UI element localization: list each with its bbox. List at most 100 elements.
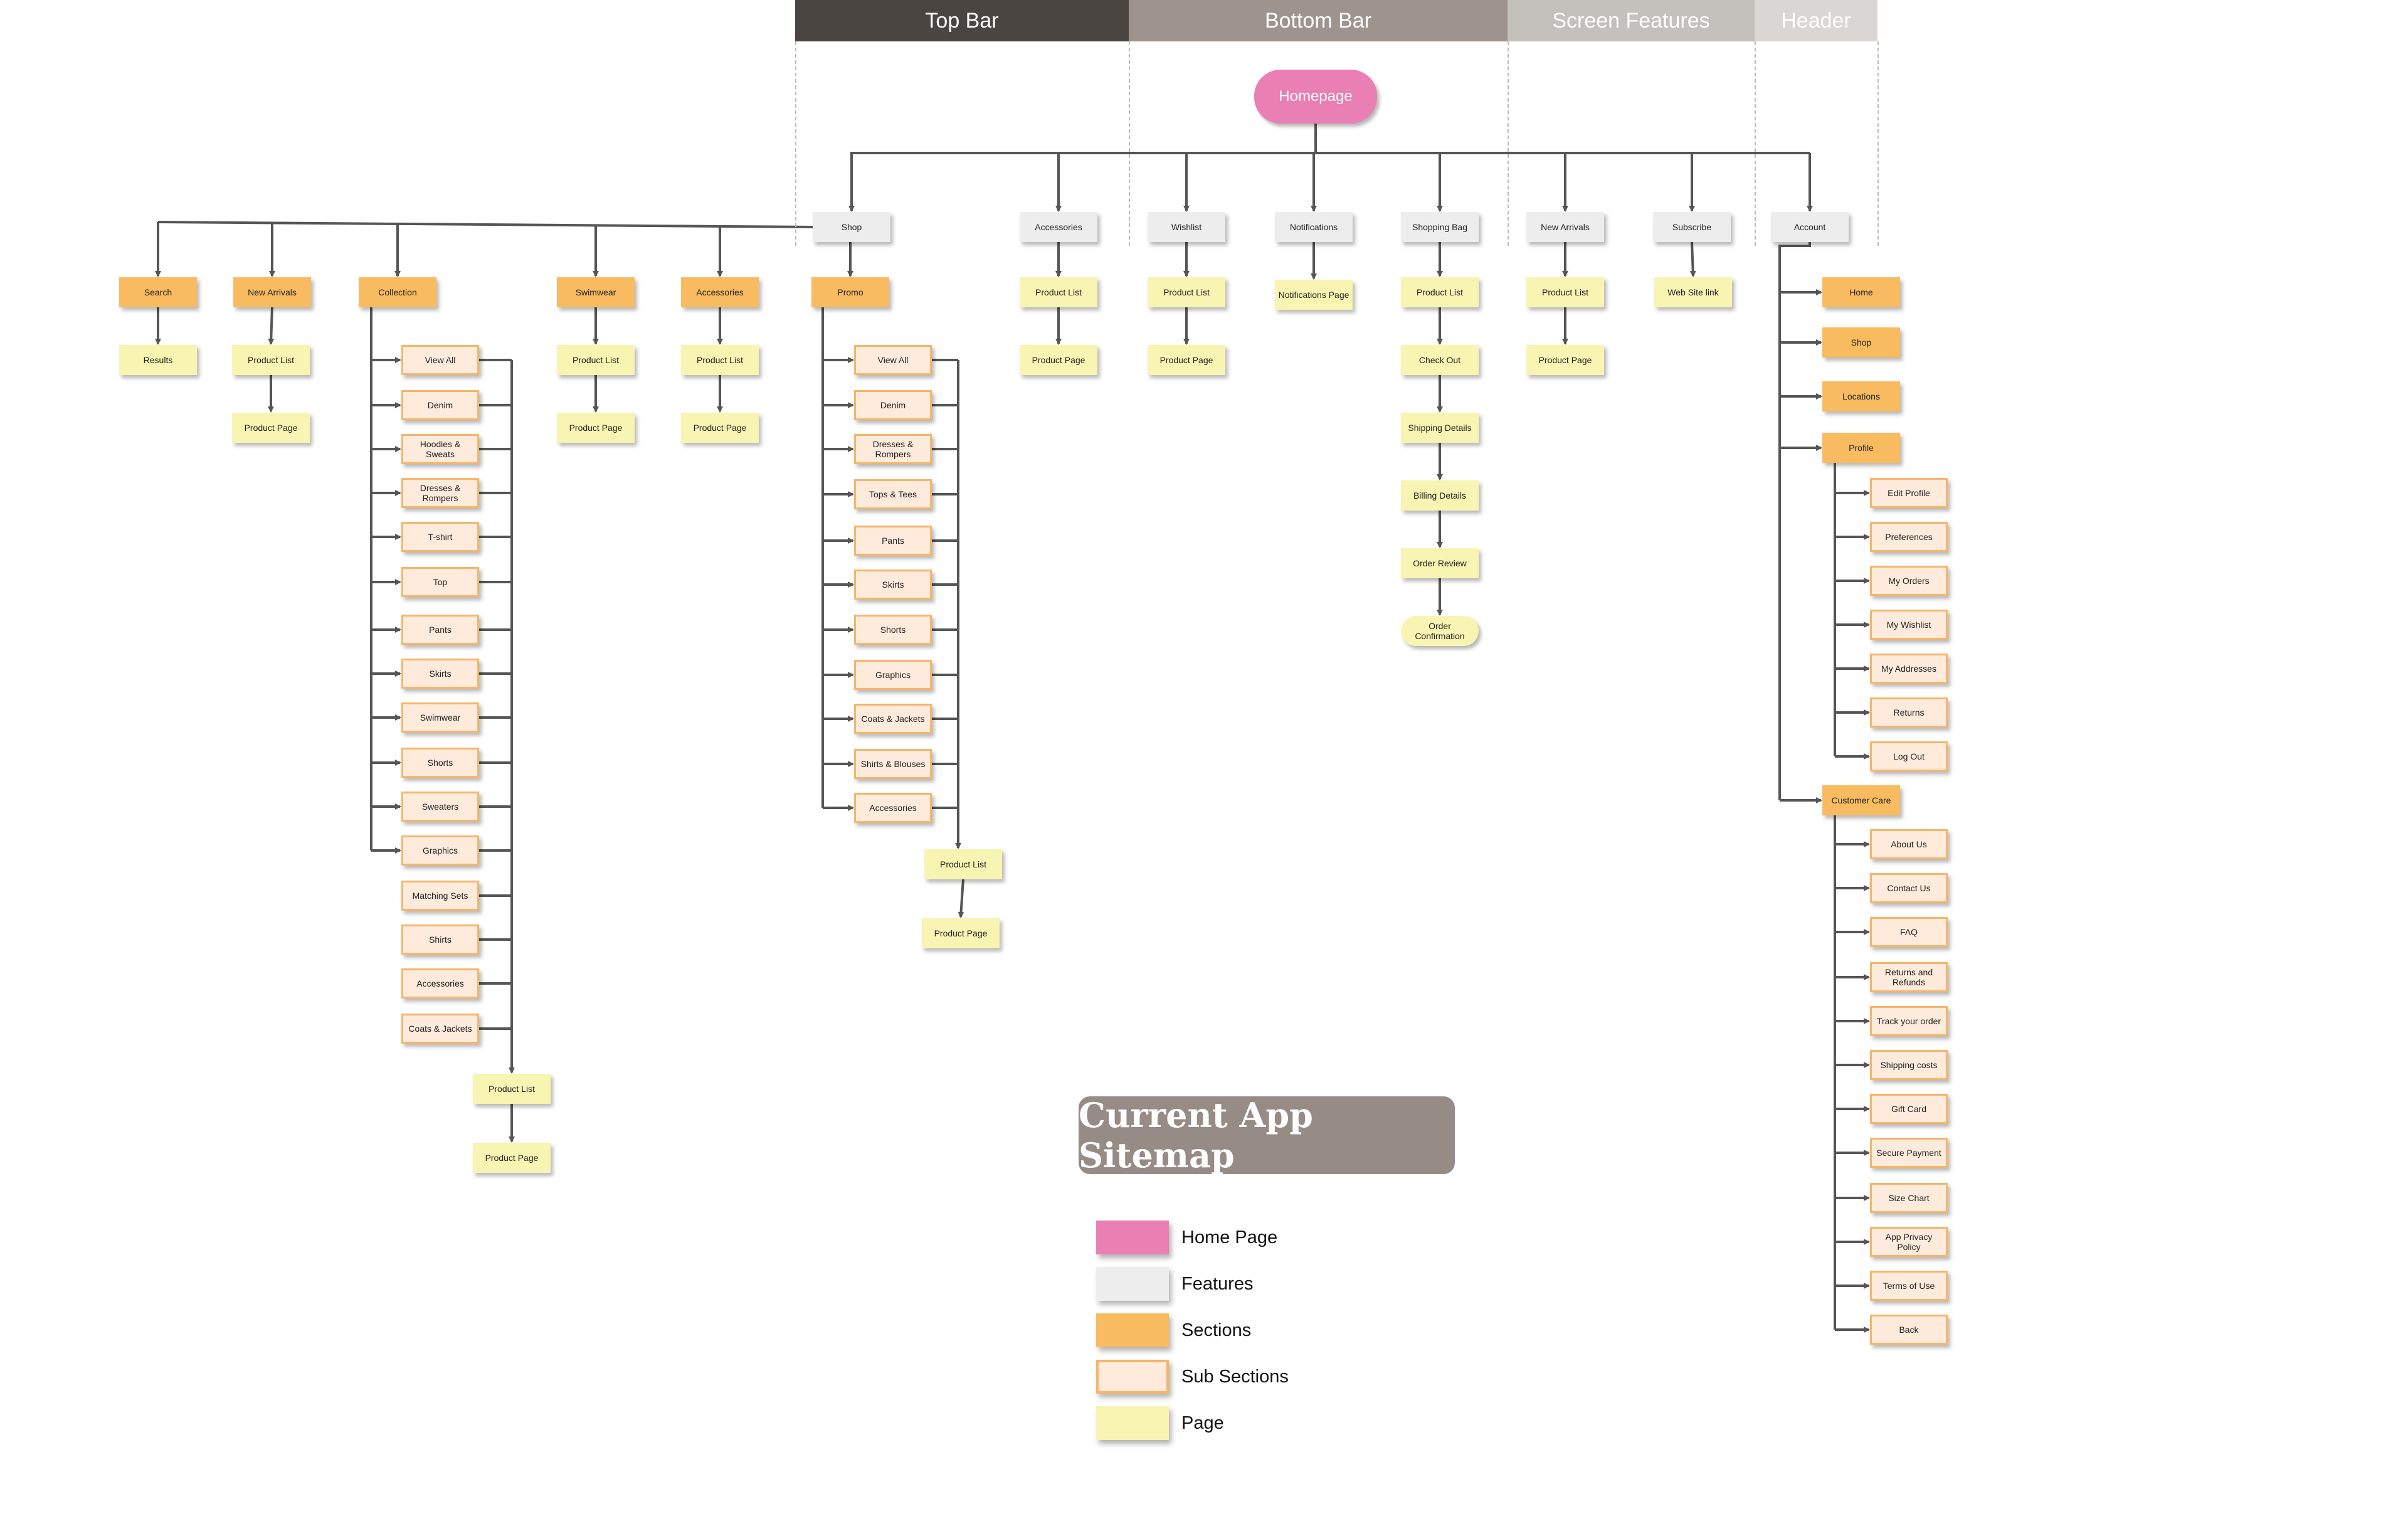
node-new-arrivals: New Arrivals bbox=[1526, 212, 1604, 242]
legend-swatch-subsection bbox=[1096, 1360, 1169, 1394]
node-wishlist: Wishlist bbox=[1148, 212, 1225, 242]
lane-divider bbox=[1877, 41, 1879, 246]
node-product-list: Product List bbox=[924, 849, 1002, 879]
node-app-privacy-policy: App Privacy Policy bbox=[1870, 1227, 1948, 1257]
node-accessories: Accessories bbox=[1020, 212, 1097, 242]
node-search: Search bbox=[119, 277, 197, 307]
s_newarr-to-s_newarr_pl bbox=[268, 307, 275, 345]
p_pl-to-p_pp bbox=[958, 879, 964, 918]
node-product-page: Product Page bbox=[473, 1143, 551, 1173]
node-back: Back bbox=[1870, 1315, 1948, 1345]
legend-swatch-section bbox=[1096, 1313, 1169, 1347]
node-customer-care: Customer Care bbox=[1822, 785, 1900, 815]
node-returns-and-refunds: Returns and Refunds bbox=[1870, 962, 1948, 992]
node-coats-jackets: Coats & Jackets bbox=[401, 1014, 479, 1044]
node-skirts: Skirts bbox=[854, 569, 932, 600]
node-new-arrivals: New Arrivals bbox=[233, 277, 311, 307]
shop-bus bbox=[157, 221, 813, 228]
header-band-header: Header bbox=[1755, 0, 1877, 41]
node-collection: Collection bbox=[359, 277, 436, 307]
node-shipping-costs: Shipping costs bbox=[1870, 1050, 1948, 1080]
node-product-page: Product Page bbox=[922, 918, 1000, 948]
node-product-page: Product Page bbox=[1526, 345, 1604, 375]
node-swimwear: Swimwear bbox=[557, 277, 635, 307]
node-shorts: Shorts bbox=[854, 615, 932, 645]
node-my-addresses: My Addresses bbox=[1870, 654, 1948, 684]
node-homepage: Homepage bbox=[1254, 70, 1377, 124]
node-top: Top bbox=[401, 567, 479, 597]
node-web-site-link: Web Site link bbox=[1654, 277, 1732, 307]
node-product-page: Product Page bbox=[681, 413, 759, 443]
legend-label-subsection: Sub Sections bbox=[1181, 1367, 1289, 1387]
legend-swatch-feature bbox=[1096, 1267, 1169, 1301]
node-size-chart: Size Chart bbox=[1870, 1183, 1948, 1213]
header-band-screen-features: Screen Features bbox=[1508, 0, 1755, 41]
node-faq: FAQ bbox=[1870, 917, 1948, 947]
node-my-orders: My Orders bbox=[1870, 566, 1948, 596]
node-shorts: Shorts bbox=[401, 748, 479, 778]
node-view-all: View All bbox=[854, 345, 932, 375]
node-product-page: Product Page bbox=[1148, 345, 1225, 375]
node-track-your-order: Track your order bbox=[1870, 1006, 1948, 1036]
node-product-list: Product List bbox=[557, 345, 635, 375]
node-swimwear: Swimwear bbox=[401, 702, 479, 733]
node-edit-profile: Edit Profile bbox=[1870, 478, 1948, 508]
node-dresses-rompers: Dresses & Rompers bbox=[401, 478, 479, 508]
node-denim: Denim bbox=[401, 390, 479, 420]
node-shirts: Shirts bbox=[401, 924, 479, 955]
node-shipping-details: Shipping Details bbox=[1401, 413, 1479, 443]
node-accessories: Accessories bbox=[854, 793, 932, 823]
node-contact-us: Contact Us bbox=[1870, 873, 1948, 903]
node-account: Account bbox=[1771, 212, 1849, 242]
node-results: Results bbox=[119, 345, 197, 375]
node-secure-payment: Secure Payment bbox=[1870, 1138, 1948, 1168]
header-band-bottom-bar: Bottom Bar bbox=[1129, 0, 1508, 41]
subscribe-to-sub_web bbox=[1689, 241, 1696, 277]
node-tops-tees: Tops & Tees bbox=[854, 479, 932, 509]
node-check-out: Check Out bbox=[1401, 345, 1479, 375]
node-product-list: Product List bbox=[1526, 277, 1604, 307]
node-denim: Denim bbox=[854, 390, 932, 420]
node-skirts: Skirts bbox=[401, 659, 479, 689]
node-product-list: Product List bbox=[1020, 277, 1097, 307]
node-terms-of-use: Terms of Use bbox=[1870, 1271, 1948, 1301]
node-subscribe: Subscribe bbox=[1653, 212, 1731, 242]
node-graphics: Graphics bbox=[854, 660, 932, 690]
node-sweaters: Sweaters bbox=[401, 792, 479, 822]
legend-label-home: Home Page bbox=[1181, 1227, 1278, 1248]
legend-label-section: Sections bbox=[1181, 1320, 1252, 1340]
node-pants: Pants bbox=[401, 615, 479, 645]
node-hoodies-sweats: Hoodies & Sweats bbox=[401, 434, 479, 464]
node-locations: Locations bbox=[1822, 381, 1900, 411]
node-order-review: Order Review bbox=[1401, 548, 1479, 578]
node-dresses-rompers: Dresses & Rompers bbox=[854, 434, 932, 464]
legend-label-page: Page bbox=[1181, 1413, 1224, 1433]
sitemap-title: Current App Sitemap bbox=[1079, 1095, 1455, 1175]
node-my-wishlist: My Wishlist bbox=[1870, 610, 1948, 640]
node-shop: Shop bbox=[813, 212, 890, 242]
node-product-list: Product List bbox=[1401, 277, 1479, 307]
node-order-confirmation: Order Confirmation bbox=[1401, 616, 1479, 646]
node-notifications-page: Notifications Page bbox=[1275, 280, 1353, 310]
legend-swatch-home bbox=[1096, 1221, 1169, 1254]
node-product-list: Product List bbox=[681, 345, 759, 375]
node-product-page: Product Page bbox=[1020, 345, 1097, 375]
lane-divider bbox=[795, 41, 796, 246]
node-shopping-bag: Shopping Bag bbox=[1401, 212, 1479, 242]
header-band-top-bar: Top Bar bbox=[795, 0, 1129, 41]
node-product-list: Product List bbox=[473, 1074, 551, 1104]
node-gift-card: Gift Card bbox=[1870, 1094, 1948, 1124]
node-promo: Promo bbox=[811, 277, 889, 307]
node-shop: Shop bbox=[1822, 327, 1900, 358]
node-about-us: About Us bbox=[1870, 829, 1948, 859]
node-notifications: Notifications bbox=[1275, 212, 1353, 242]
node-pants: Pants bbox=[854, 526, 932, 556]
node-log-out: Log Out bbox=[1870, 741, 1948, 771]
node-t-shirt: T-shirt bbox=[401, 522, 479, 552]
node-product-list: Product List bbox=[232, 345, 310, 375]
node-coats-jackets: Coats & Jackets bbox=[854, 704, 932, 734]
node-shirts-blouses: Shirts & Blouses bbox=[854, 749, 932, 779]
node-product-page: Product Page bbox=[557, 413, 635, 443]
